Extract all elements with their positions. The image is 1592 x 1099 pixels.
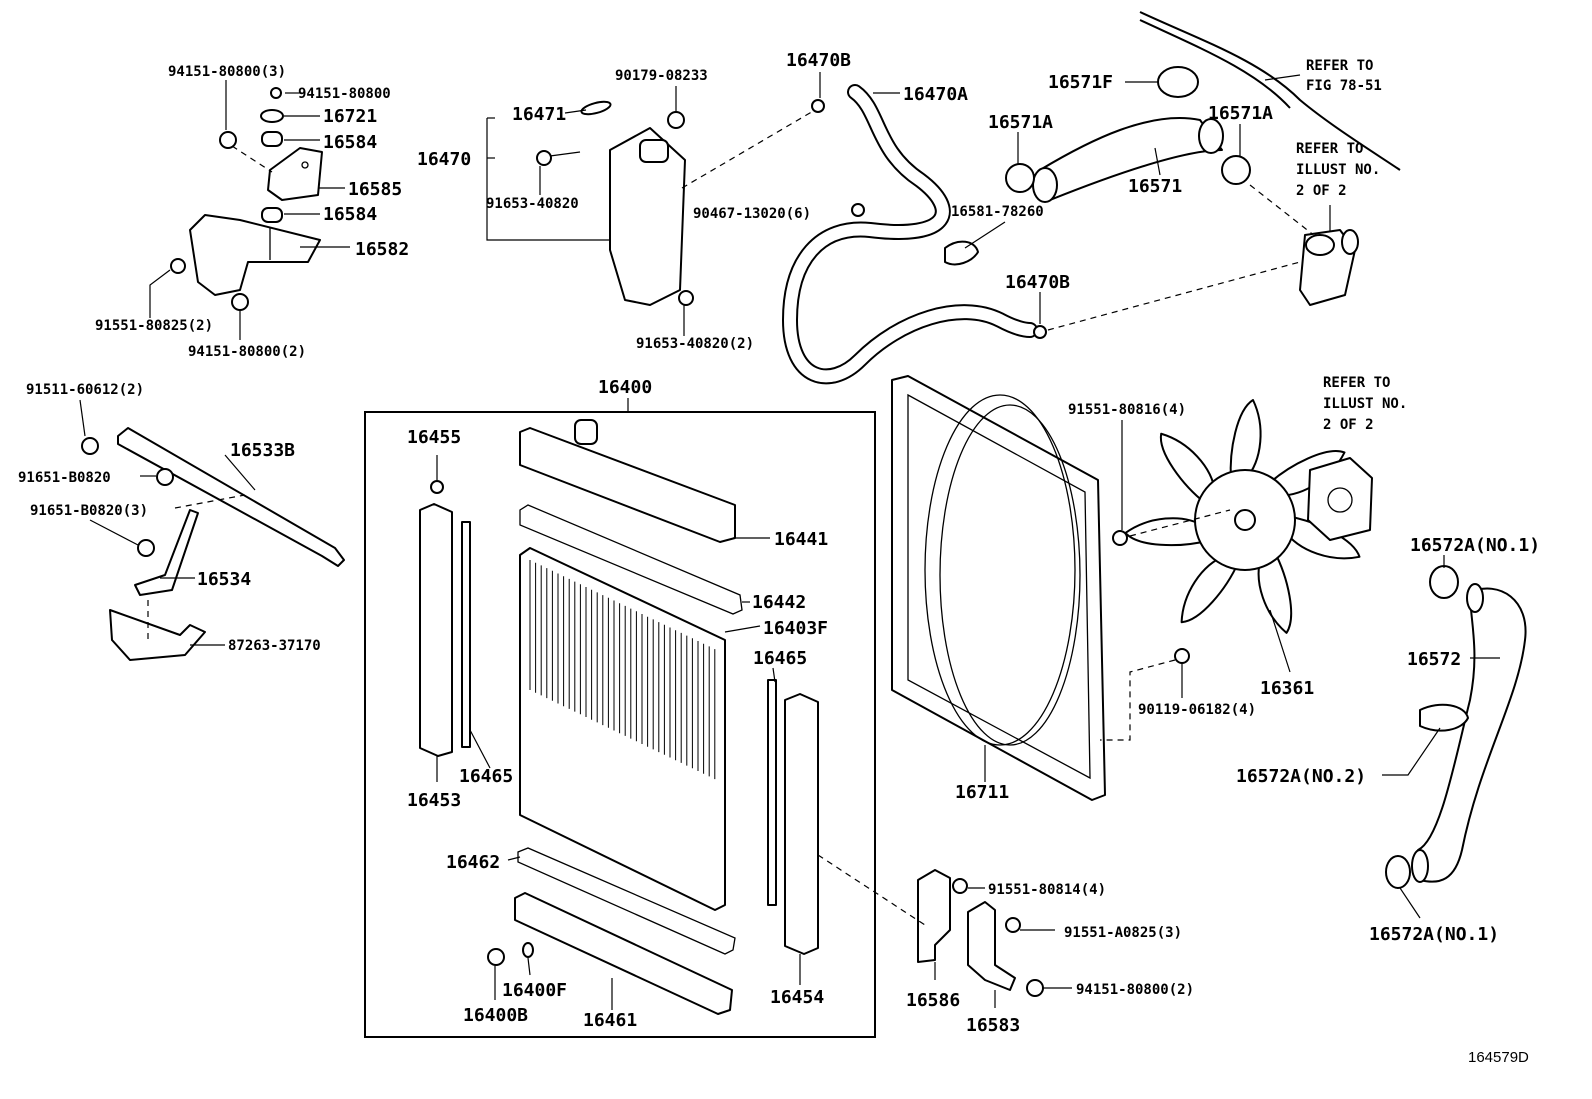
- label-87263-37170: 87263-37170: [228, 638, 321, 654]
- fan-blade: [1180, 554, 1240, 624]
- label-94151-80800-2-top: 94151-80800(2): [188, 344, 306, 360]
- fan-blade: [1266, 450, 1346, 497]
- label-90119-06182-4: 90119-06182(4): [1138, 702, 1256, 718]
- fan-shroud-16711: [891, 375, 1106, 801]
- upper-hose-16571: [1005, 11, 1401, 306]
- note-refer-illust-a-line3: 2 OF 2: [1296, 183, 1347, 199]
- label-16400: 16400: [598, 377, 652, 398]
- label-16442: 16442: [752, 592, 806, 613]
- label-16441: 16441: [774, 529, 828, 550]
- label-16571F: 16571F: [1048, 72, 1113, 93]
- label-91551-80816-4: 91551-80816(4): [1068, 402, 1186, 418]
- label-16533B: 16533B: [230, 440, 295, 461]
- label-16470B-top: 16470B: [786, 50, 851, 71]
- note-refer-illust-b-line3: 2 OF 2: [1323, 417, 1374, 433]
- radiator-stay-group: [79, 399, 345, 661]
- label-16534: 16534: [197, 569, 251, 590]
- note-refer-fig-line1: REFER TO: [1306, 58, 1373, 74]
- label-16465-left: 16465: [459, 766, 513, 787]
- label-16572A-no2: 16572A(NO.2): [1236, 766, 1366, 787]
- label-91651-B0820: 91651-B0820: [18, 470, 111, 486]
- label-16711: 16711: [955, 782, 1009, 803]
- fan-blade: [1229, 399, 1262, 481]
- label-91653-40820: 91653-40820: [486, 196, 579, 212]
- label-16453: 16453: [407, 790, 461, 811]
- label-16583: 16583: [966, 1015, 1020, 1036]
- label-16572A-no1-bottom: 16572A(NO.1): [1369, 924, 1499, 945]
- mount-bracket-group: [149, 80, 350, 340]
- label-16455: 16455: [407, 427, 461, 448]
- label-91551-80825-2: 91551-80825(2): [95, 318, 213, 334]
- lower-hose-16572: [1382, 555, 1527, 919]
- label-91653-40820-2: 91653-40820(2): [636, 336, 754, 352]
- label-16571: 16571: [1128, 176, 1182, 197]
- fan-blade: [1282, 515, 1361, 560]
- label-16361: 16361: [1260, 678, 1314, 699]
- overflow-hose-16470A: [782, 72, 1301, 385]
- label-16571A-right: 16571A: [1208, 103, 1273, 124]
- label-16572: 16572: [1407, 649, 1461, 670]
- label-16465-right: 16465: [753, 648, 807, 669]
- fan-blade: [1257, 549, 1293, 634]
- label-16403F: 16403F: [763, 618, 828, 639]
- label-94151-80800-2-bottom: 94151-80800(2): [1076, 982, 1194, 998]
- label-16572A-no1-top: 16572A(NO.1): [1410, 535, 1540, 556]
- lower-mount-brackets: [817, 854, 1072, 1008]
- label-16582: 16582: [355, 239, 409, 260]
- cooling-fan-16361: [1100, 399, 1373, 741]
- label-16400B: 16400B: [463, 1005, 528, 1026]
- label-16400F: 16400F: [502, 980, 567, 1001]
- note-refer-fig-line2: FIG 78-51: [1306, 78, 1382, 94]
- note-refer-illust-b-line1: REFER TO: [1323, 375, 1390, 391]
- label-16584-lower: 16584: [323, 204, 377, 225]
- fan-blade: [1159, 432, 1217, 505]
- label-16462: 16462: [446, 852, 500, 873]
- figure-id: 164579D: [1468, 1049, 1529, 1066]
- label-90179-08233: 90179-08233: [615, 68, 708, 84]
- label-16470B-bottom: 16470B: [1005, 272, 1070, 293]
- label-16571A-left: 16571A: [988, 112, 1053, 133]
- label-91551-80814-4: 91551-80814(4): [988, 882, 1106, 898]
- note-refer-illust-a-line2: ILLUST NO.: [1296, 162, 1380, 178]
- label-16585: 16585: [348, 179, 402, 200]
- note-refer-illust-a-line1: REFER TO: [1296, 141, 1363, 157]
- label-16721: 16721: [323, 106, 377, 127]
- label-16470: 16470: [417, 149, 471, 170]
- label-16470A: 16470A: [903, 84, 968, 105]
- label-16454: 16454: [770, 987, 824, 1008]
- label-16586: 16586: [906, 990, 960, 1011]
- label-16461: 16461: [583, 1010, 637, 1031]
- label-91511-60612-2: 91511-60612(2): [26, 382, 144, 398]
- radiator-assembly-16400: [364, 398, 876, 1038]
- part-labels: 94151-80800(3) 94151-80800 16721 16584 1…: [18, 50, 1540, 1066]
- note-refer-illust-b-line2: ILLUST NO.: [1323, 396, 1407, 412]
- label-94151-80800-3: 94151-80800(3): [168, 64, 286, 80]
- reservoir-tank-group: [486, 86, 816, 336]
- label-90467-13020-6: 90467-13020(6): [693, 206, 811, 222]
- label-16584-upper: 16584: [323, 132, 377, 153]
- label-91551-A0825-3: 91551-A0825(3): [1064, 925, 1182, 941]
- label-91651-B0820-3: 91651-B0820(3): [30, 503, 148, 519]
- label-94151-80800: 94151-80800: [298, 86, 391, 102]
- label-16471: 16471: [512, 104, 566, 125]
- label-16581-78260: 16581-78260: [951, 204, 1044, 220]
